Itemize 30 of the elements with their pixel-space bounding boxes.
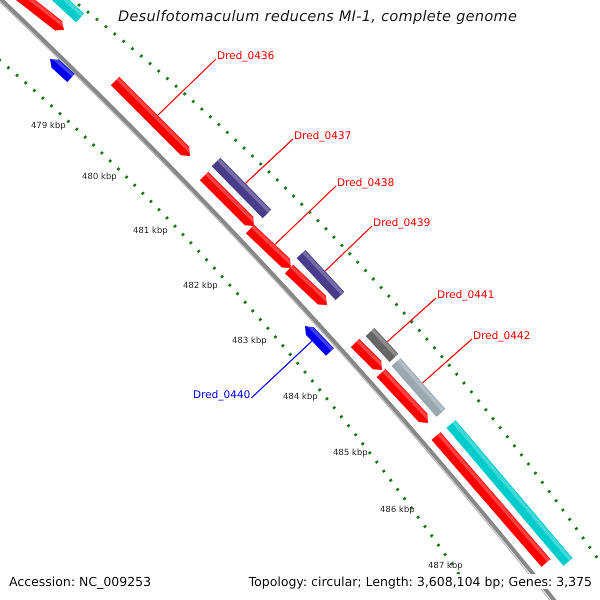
gene-label: Dred_0438	[337, 177, 394, 189]
tick-label: 485 kbp	[333, 448, 368, 458]
tick-label: 482 kbp	[183, 281, 218, 291]
gene-feature-block	[392, 358, 446, 417]
leader-line	[245, 138, 294, 184]
tick-label: 483 kbp	[232, 336, 267, 346]
gene-label: Dred_0437	[294, 130, 352, 142]
leader-line	[324, 226, 372, 272]
tick-label: 479 kbp	[31, 121, 66, 131]
tick-label: 480 kbp	[82, 172, 117, 182]
gene-feature-block	[366, 328, 398, 362]
leader-line	[250, 340, 312, 398]
gene-feature-block	[296, 250, 344, 300]
tick-label: 481 kbp	[133, 226, 168, 236]
gene-label: Dred_0441	[437, 289, 494, 301]
leader-line	[386, 298, 436, 342]
leader-line	[157, 58, 216, 116]
tick-label: 484 kbp	[283, 392, 318, 402]
gene-label: Dred_0440	[193, 389, 250, 401]
gene-label: Dred_0442	[473, 330, 530, 342]
leader-line	[422, 338, 472, 384]
footer-text: Accession: NC_009253	[7, 574, 154, 589]
gene-label: Dred_0439	[373, 217, 430, 229]
gene-feature-block	[212, 158, 272, 218]
title: Desulfotomaculum reducens MI-1, complete genome	[118, 9, 518, 25]
tick-label: 487 kbp	[428, 561, 463, 571]
footer-text: Topology: circular; Length: 3,608,104 bp; Genes: 3,375	[246, 574, 594, 589]
gene-label: Dred_0436	[217, 50, 274, 62]
leader-line	[274, 186, 336, 245]
tick-label: 486 kbp	[380, 505, 415, 515]
